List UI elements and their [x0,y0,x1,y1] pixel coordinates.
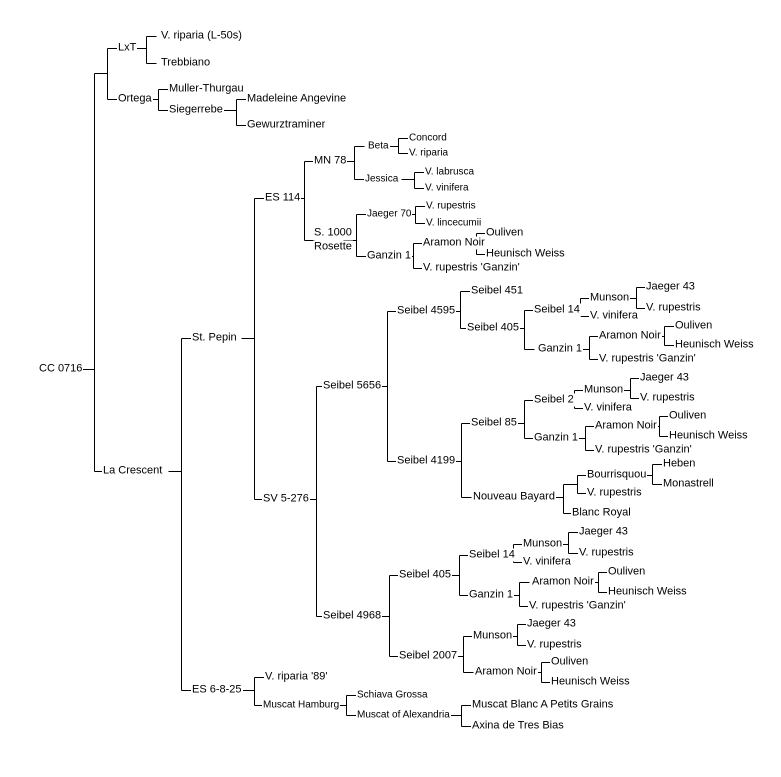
node-heunisch-weiss-a: Heunisch Weiss [485,247,566,261]
node-seibel-85: Seibel 85 [470,416,518,430]
node-heunisch-weiss-d: Heunisch Weiss [607,585,688,599]
node-seibel-4968: Seibel 4968 [322,609,383,623]
node-heben: Heben [662,457,697,471]
node-siegerrebe-parent-2: Gewurztraminer [246,118,327,132]
node-aramon-noir-c: Aramon Noir [594,419,658,433]
node-blanc-royal: Blanc Royal [571,506,632,520]
node-seibel-5656: Seibel 5656 [322,379,383,393]
node-v-rupestris-b: V. rupestris [639,391,696,405]
node-siegerrebe-parent-1: Madeleine Angevine [246,92,348,106]
node-heunisch-weiss-b: Heunisch Weiss [674,338,755,352]
node-siegerrebe: Siegerrebe [168,103,224,117]
node-v-riparia-89: V. riparia '89' [264,670,329,684]
node-es-6-8-25: ES 6-8-25 [191,683,243,697]
node-jaeger-70: Jaeger 70 [366,207,413,221]
node-v-vinifera-c: V. vinifera [522,555,572,569]
node-v-rupestris-ganzin-c: V. rupestris 'Ganzin' [594,443,693,457]
node-ouliven-b: Ouliven [674,319,714,333]
node-mn-78: MN 78 [313,154,348,168]
node-seibel-405-a: Seibel 405 [466,321,520,335]
node-seibel-4199: Seibel 4199 [396,454,457,468]
node-seibel-14-a: Seibel 14 [533,303,581,317]
node-nouveau-bayard: Nouveau Bayard [472,490,556,504]
node-ouliven-e: Ouliven [550,655,590,669]
node-jaeger-70-parent-2: V. lincecumii [425,216,483,230]
node-seibel-2: Seibel 2 [533,393,575,407]
node-heunisch-weiss-c: Heunisch Weiss [668,429,749,443]
node-ganzin-1-d: Ganzin 1 [468,588,515,602]
node-bourrisquou: Bourrisquou [586,468,648,482]
node-munson-d: Munson [472,629,514,643]
node-v-vinifera-a: V. vinifera [589,309,639,323]
node-s-1000: S. 1000 [313,226,353,240]
node-st-pepin: St. Pepin [191,331,238,345]
node-muscat-blanc: Muscat Blanc A Petits Grains [471,698,615,712]
node-v-rupestris-c: V. rupestris [586,486,643,500]
node-seibel-405-b: Seibel 405 [398,568,452,582]
node-aramon-noir-b: Aramon Noir [598,329,662,343]
node-v-rupestris-d: V. rupestris [578,546,635,560]
node-heunisch-weiss-e: Heunisch Weiss [550,675,631,689]
node-seibel-14-b: Seibel 14 [468,548,516,562]
node-ouliven-c: Ouliven [668,409,708,423]
node-sv-5-276: SV 5-276 [262,492,310,506]
node-ouliven-d: Ouliven [607,565,647,579]
node-ganzin-1-c: Ganzin 1 [533,431,580,445]
node-v-rupestris-e: V. rupestris [526,638,583,652]
node-jaeger-43-d: Jaeger 43 [526,617,577,631]
node-jaeger-43-c: Jaeger 43 [578,525,629,539]
node-jaeger-70-parent-1: V. rupestris [425,199,477,213]
node-jessica-parent-2: V. vinifera [424,181,470,195]
node-monastrell: Monastrell [662,477,715,491]
node-jaeger-43-b: Jaeger 43 [639,371,690,385]
node-v-rupestris-ganzin-b: V. rupestris 'Ganzin' [598,352,697,366]
node-ouliven-a: Ouliven [485,226,525,240]
node-aramon-noir-e: Aramon Noir [474,665,538,679]
node-ganzin-1-a: Ganzin 1 [366,249,413,263]
node-seibel-451: Seibel 451 [470,284,524,298]
node-v-rupestris-ganzin-d: V. rupestris 'Ganzin' [528,599,627,613]
node-muscat-hamburg: Muscat Hamburg [262,698,341,712]
node-lxt-parent-2: Trebbiano [160,56,212,70]
node-v-rupestris-ganzin-a: V. rupestris 'Ganzin' [422,261,521,275]
node-munson-a: Munson [589,291,631,305]
node-axina-de-tres-bias: Axina de Tres Bias [471,719,565,733]
node-schiava-grossa: Schiava Grossa [356,688,429,702]
node-ortega-parent-1: Muller-Thurgau [168,82,245,96]
node-v-vinifera-b: V. vinifera [583,401,633,415]
node-beta-parent-1: Concord [408,131,448,145]
node-es-114: ES 114 [264,191,302,205]
node-aramon-noir-a: Aramon Noir [422,236,486,250]
node-beta-parent-2: V. riparia [408,146,450,160]
node-aramon-noir-d: Aramon Noir [531,575,595,589]
node-ganzin-1-b: Ganzin 1 [537,342,584,356]
node-lxt: LxT [117,41,138,55]
node-munson-b: Munson [583,383,625,397]
node-beta: Beta [367,139,390,153]
node-seibel-4595: Seibel 4595 [396,304,457,318]
node-root: CC 0716 [38,362,84,376]
node-lxt-parent-1: V. riparia (L-50s) [160,29,243,43]
node-seibel-2007: Seibel 2007 [398,649,459,663]
node-ortega: Ortega [117,92,153,106]
node-la-crescent: La Crescent [102,464,164,478]
node-v-rupestris-a: V. rupestris [645,301,702,315]
node-jaeger-43-a: Jaeger 43 [645,280,696,294]
node-rosette: Rosette [313,240,353,254]
node-muscat-of-alexandria: Muscat of Alexandria [356,708,451,722]
node-munson-c: Munson [522,537,564,551]
node-jessica-parent-1: V. labrusca [424,165,476,179]
node-jessica: Jessica [364,172,400,186]
